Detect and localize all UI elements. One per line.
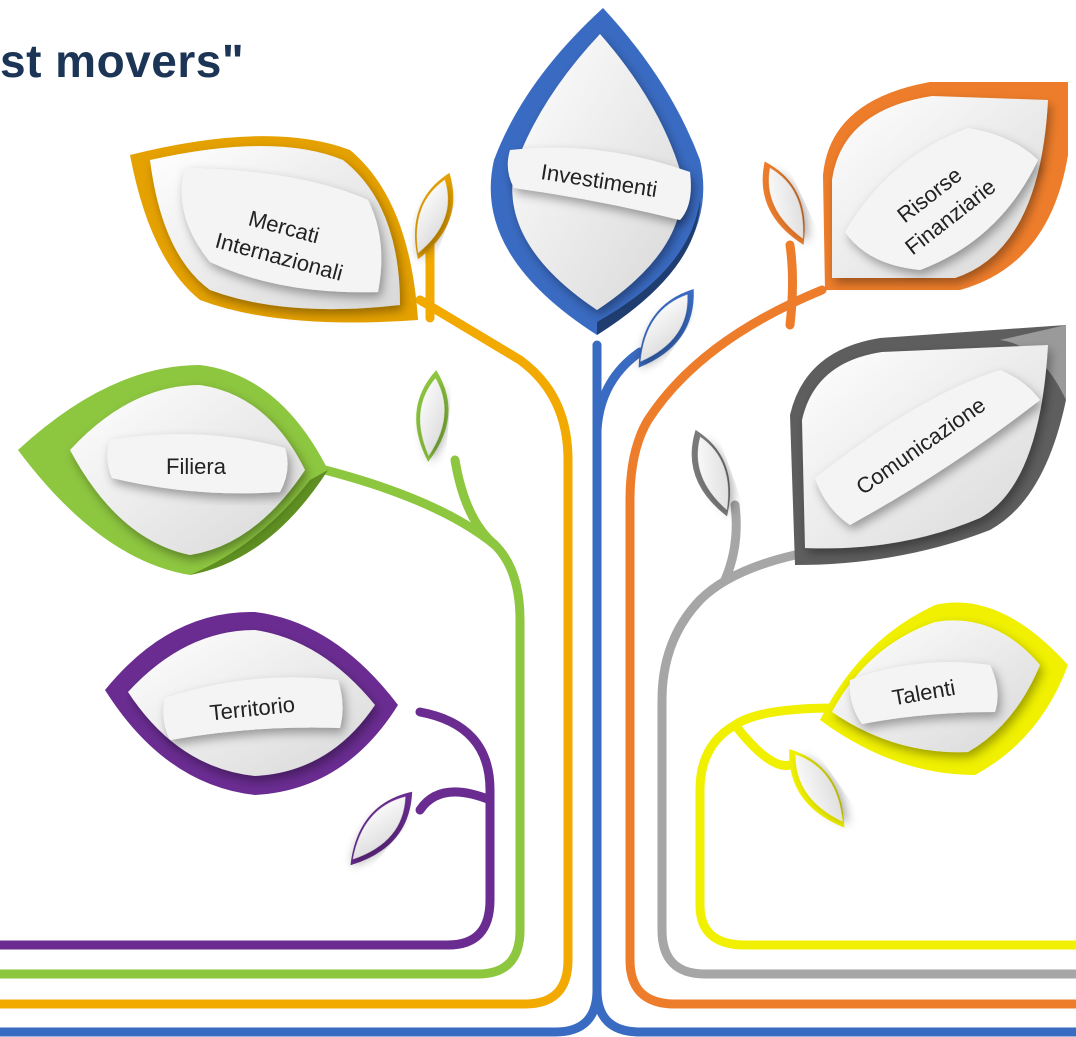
small-leaf-gray [691,429,730,517]
small-leaves [350,161,845,866]
stem-filiera-twig [450,455,500,550]
leaf-risorse: Risorse Finanziarie [823,82,1068,290]
stem-risorse-twig [785,240,797,330]
stems [0,235,1076,1037]
stem-comunicazione-twig [720,500,741,585]
diagram-title: st movers" [0,35,245,87]
leaf-territorio: Territorio [105,611,398,795]
stem-comunicazione [657,550,1076,979]
leaf-talenti: Talenti [820,602,1068,775]
stem-investimenti-right [592,985,1076,1037]
small-leaf-gold [415,172,454,260]
stem-talenti [695,703,1076,950]
leaf-mercati: Mercati Internazionali [130,136,418,323]
small-leaf-blue [638,289,694,368]
small-leaf-orange [762,161,805,245]
stem-mercati [0,295,573,1009]
stem-territorio [0,707,495,950]
stem-territorio-twig [415,787,495,815]
stem-filiera [0,465,525,979]
leaf-comunicazione: Comunicazione [790,325,1066,565]
stem-risorse [625,285,1076,1009]
leaf-investimenti: Investimenti [490,8,704,335]
small-leaf-yellow [789,749,845,828]
label-filiera: Filiera [166,454,227,479]
leaf-filiera: Filiera [18,365,328,575]
stem-talenti-twig [730,720,795,770]
small-leaf-purple [350,791,413,866]
stem-investimenti-twig [592,347,645,435]
small-leaf-green [416,370,449,462]
